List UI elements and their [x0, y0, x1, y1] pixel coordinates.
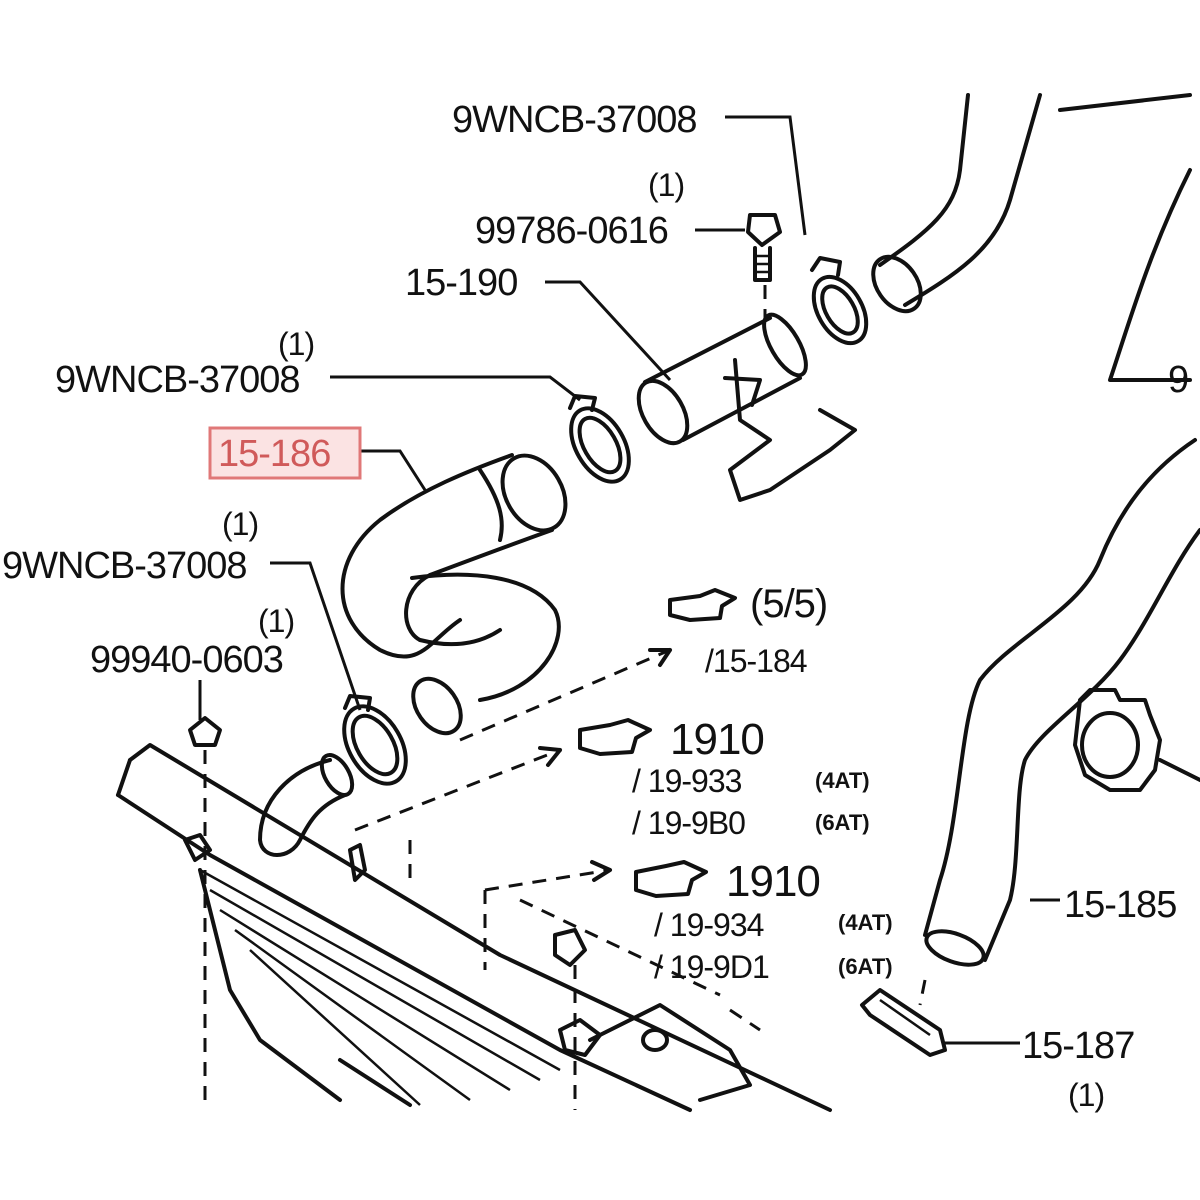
pointing-hand-icon: [578, 718, 652, 756]
reference-1[interactable]: (5/5) /15-184: [668, 582, 828, 679]
pointing-hand-icon: [634, 860, 708, 898]
ref-2-sub-1: / 19-933: [632, 763, 742, 799]
label-qty-clamp-mid: (1): [278, 326, 314, 362]
nut-99940: [188, 716, 222, 1110]
outlet-elbow: [258, 753, 355, 857]
ref-2-sub-2: / 19-9B0: [632, 805, 745, 841]
label-bolt: 99786-0616: [475, 210, 668, 252]
ref-3-note-2: (6AT): [838, 954, 893, 979]
label-hose-right: 15-185: [1064, 884, 1176, 926]
clip-15-187: [860, 988, 947, 1057]
callout-leaders: [198, 115, 1060, 1045]
label-right-edge: 9: [1168, 359, 1188, 401]
ref-3-page: 1910: [726, 857, 820, 906]
ref-3-note-1: (4AT): [838, 910, 893, 935]
clamp-low: [342, 694, 408, 786]
label-qty-bolt: (1): [648, 167, 684, 203]
ref-2-page: 1910: [670, 715, 764, 764]
label-clamp-top: 9WNCB-37008: [452, 99, 697, 141]
label-pipe: 15-190: [405, 262, 517, 304]
highlight-box: [208, 426, 362, 480]
bolt-99786: [746, 213, 782, 320]
callout-labels: 9WNCB-37008 (1) 99786-0616 15-190 (1) 9W…: [2, 99, 1189, 1113]
ref-2-note-2: (6AT): [815, 810, 870, 835]
ref-1-page: (5/5): [750, 582, 827, 626]
pipe-15-190: [636, 256, 869, 502]
label-clip: 15-187: [1022, 1025, 1134, 1067]
ref-3-sub-1: / 19-934: [654, 907, 764, 943]
hose-15-186: [340, 453, 568, 736]
radiator: [116, 743, 832, 1112]
label-nut: 99940-0603: [90, 639, 283, 681]
reference-3[interactable]: 1910 / 19-934 (4AT) / 19-9D1 (6AT): [634, 857, 893, 985]
ref-2-note-1: (4AT): [815, 768, 870, 793]
label-clamp-mid: 9WNCB-37008: [55, 359, 300, 401]
hose-15-185: [918, 438, 1200, 1006]
pointing-hand-icon: [668, 588, 737, 622]
label-qty-clamp-low: (1): [222, 506, 258, 542]
label-clamp-low: 9WNCB-37008: [2, 545, 247, 587]
label-qty-nut: (1): [258, 603, 294, 639]
reference-arrows: [354, 648, 761, 1110]
upper-hose: [871, 93, 1192, 382]
clamp-mid: [568, 394, 631, 484]
label-hose-highlighted[interactable]: 15-186: [218, 433, 331, 475]
reference-2[interactable]: 1910 / 19-933 (4AT) / 19-9B0 (6AT): [578, 715, 870, 841]
ref-3-sub-2: / 19-9D1: [654, 949, 769, 985]
label-qty-clip: (1): [1068, 1077, 1104, 1113]
ref-1-sub-1: /15-184: [705, 643, 807, 679]
